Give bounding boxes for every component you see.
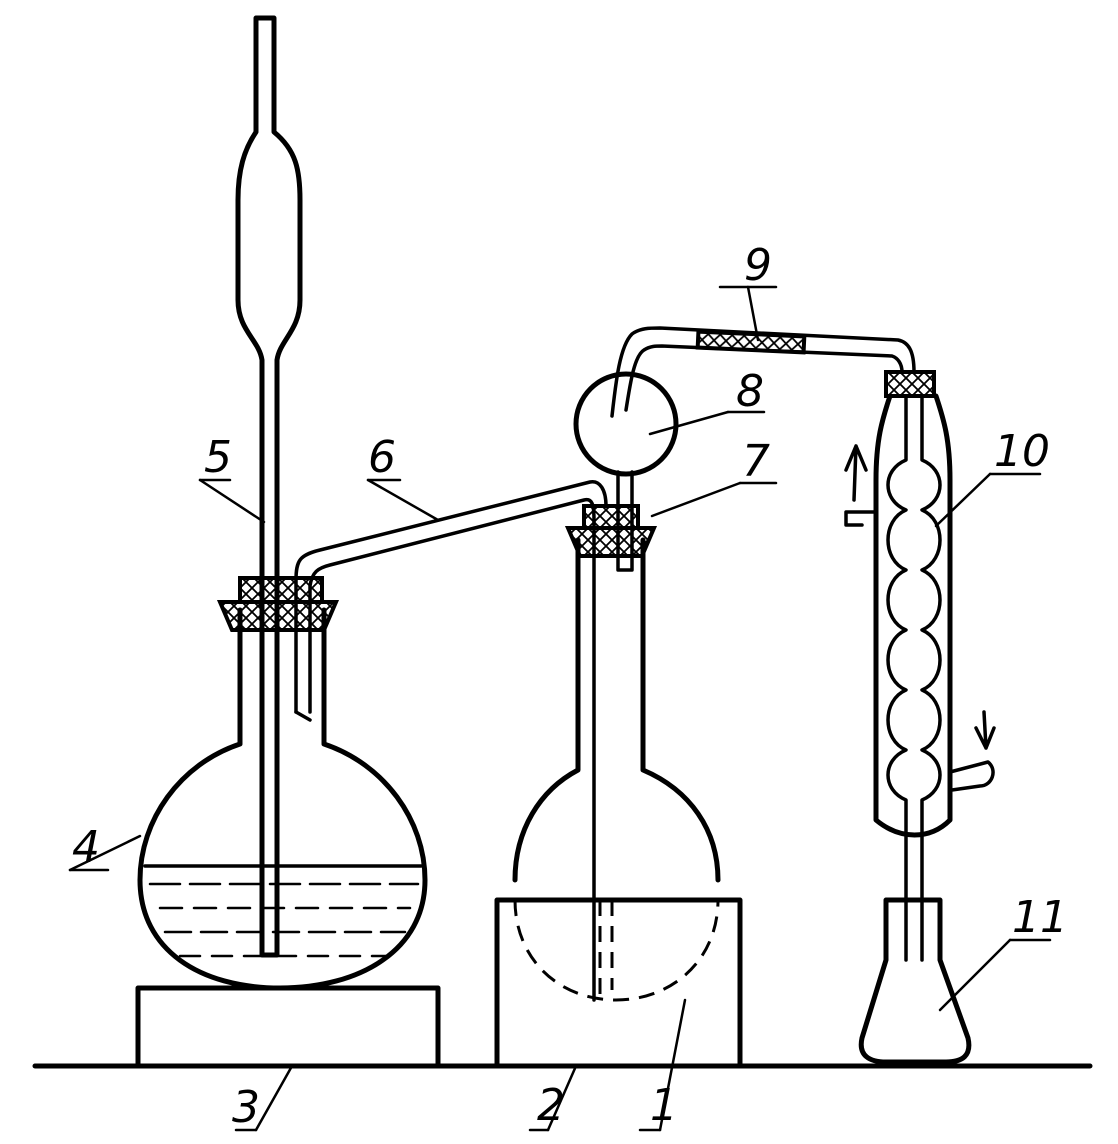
flask-1 [512, 537, 721, 1002]
label-3: 3 [232, 1082, 260, 1133]
label-8: 8 [736, 366, 764, 417]
cork-flask-4 [216, 600, 340, 632]
label-9: 9 [744, 240, 772, 291]
leader-lines [68, 285, 1052, 1132]
safety-tube-5 [235, 15, 303, 958]
connecting-tube-9 [610, 326, 916, 418]
liquid-surface [143, 864, 423, 958]
rubber-link-9 [695, 329, 807, 355]
water-in-arrow [974, 710, 996, 750]
connecting-tube-9-inner [624, 344, 904, 412]
cork-flask-1 [564, 526, 658, 558]
cooling-bath [494, 897, 743, 1069]
conical-flask-11 [858, 897, 972, 1065]
water-out-arrow [844, 444, 868, 502]
tube-end-4 [294, 710, 312, 722]
label-1: 1 [650, 1080, 678, 1131]
trap-stem [616, 470, 634, 572]
condenser-10 [844, 370, 996, 962]
delivery-tube-6 [294, 480, 608, 714]
label-7: 7 [742, 436, 770, 487]
cork-flask-1-top [582, 504, 640, 530]
flask-4 [137, 607, 428, 991]
heater-block [135, 985, 441, 1069]
label-2: 2 [537, 1080, 565, 1131]
label-11: 11 [1012, 892, 1068, 943]
label-5: 5 [204, 432, 232, 483]
label-6: 6 [368, 432, 396, 483]
label-10: 10 [994, 426, 1050, 477]
delivery-tube-6-inner [308, 497, 596, 1002]
label-4: 4 [72, 822, 100, 873]
bulb-trap-8 [573, 371, 679, 477]
